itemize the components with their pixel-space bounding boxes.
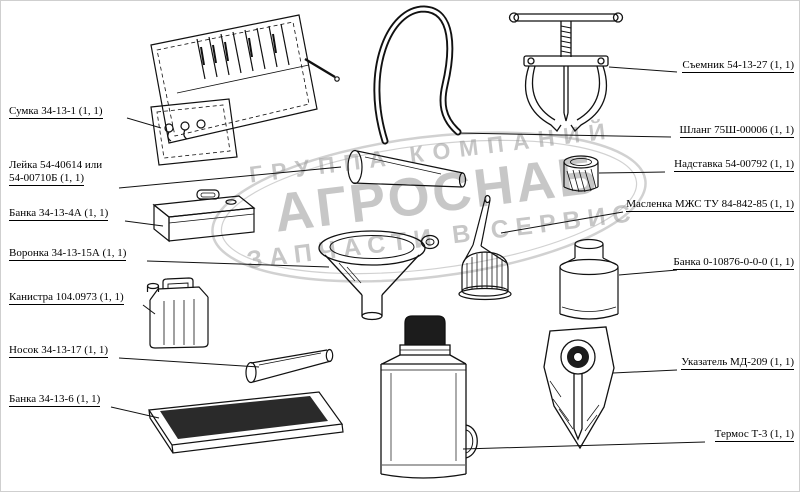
- label-can-34-13-6-text: Банка 34-13-6 (1, 1): [9, 393, 101, 407]
- funnel-drawing: [318, 230, 440, 321]
- label-extension: Надставка 54-00792 (1, 1): [674, 158, 794, 172]
- tool-bag-drawing: [150, 14, 340, 166]
- label-can-34-13-6: Банка 34-13-6 (1, 1): [9, 393, 101, 407]
- label-indicator-text: Указатель МД-209 (1, 1): [681, 356, 794, 370]
- can-0-10876-drawing: [559, 238, 619, 320]
- label-puller: Съемник 54-13-27 (1, 1): [682, 59, 794, 73]
- label-canister-text: Канистра 104.0973 (1, 1): [9, 291, 124, 305]
- label-hose: Шланг 75Ш-00006 (1, 1): [679, 124, 794, 138]
- label-can-34-13-4a-text: Банка 34-13-4А (1, 1): [9, 207, 109, 221]
- leader-lines: [110, 66, 706, 450]
- label-spout-text: Носок 34-13-17 (1, 1): [9, 344, 109, 358]
- hose-drawing: [373, 5, 462, 145]
- label-can-34-13-4a: Банка 34-13-4А (1, 1): [9, 207, 109, 221]
- label-canister: Канистра 104.0973 (1, 1): [9, 291, 124, 305]
- watermark-ring: [211, 131, 647, 283]
- label-extension-text: Надставка 54-00792 (1, 1): [674, 158, 794, 172]
- label-bag-text: Сумка 34-13-1 (1, 1): [9, 105, 103, 119]
- label-leyka-text-line1: Лейка 54-40614 или: [9, 159, 103, 171]
- label-funnel: Воронка 34-13-15А (1, 1): [9, 247, 127, 261]
- label-oiler: Масленка МЖС ТУ 84-842-85 (1, 1): [626, 198, 794, 212]
- label-funnel-text: Воронка 34-13-15А (1, 1): [9, 247, 127, 261]
- label-can-0-10876: Банка 0-10876-0-0-0 (1, 1): [673, 256, 794, 270]
- can-34-13-4a-drawing: [152, 189, 256, 243]
- label-leyka: Лейка 54-40614 или 54-00710Б (1, 1): [9, 159, 103, 186]
- label-bag: Сумка 34-13-1 (1, 1): [9, 105, 103, 119]
- nosok-drawing: [245, 348, 334, 384]
- label-can-0-10876-text: Банка 0-10876-0-0-0 (1, 1): [673, 256, 794, 270]
- thermos-drawing: [380, 315, 478, 479]
- leyka-spout-drawing: [347, 149, 467, 188]
- label-hose-text: Шланг 75Ш-00006 (1, 1): [679, 124, 794, 138]
- label-indicator: Указатель МД-209 (1, 1): [681, 356, 794, 370]
- label-puller-text: Съемник 54-13-27 (1, 1): [682, 59, 794, 73]
- canister-drawing: [146, 277, 209, 349]
- label-thermos: Термос Т-3 (1, 1): [714, 428, 794, 442]
- label-thermos-text: Термос Т-3 (1, 1): [714, 428, 794, 442]
- label-spout: Носок 34-13-17 (1, 1): [9, 344, 109, 358]
- extension-drawing: [563, 155, 599, 193]
- label-leyka-text-line2: 54-00710Б (1, 1): [9, 172, 85, 186]
- indicator-drawing: [543, 326, 615, 450]
- label-oiler-text: Масленка МЖС ТУ 84-842-85 (1, 1): [626, 198, 794, 212]
- puller-drawing: [508, 12, 624, 133]
- oiler-drawing: [458, 194, 512, 301]
- can-34-13-6-drawing: [147, 391, 344, 454]
